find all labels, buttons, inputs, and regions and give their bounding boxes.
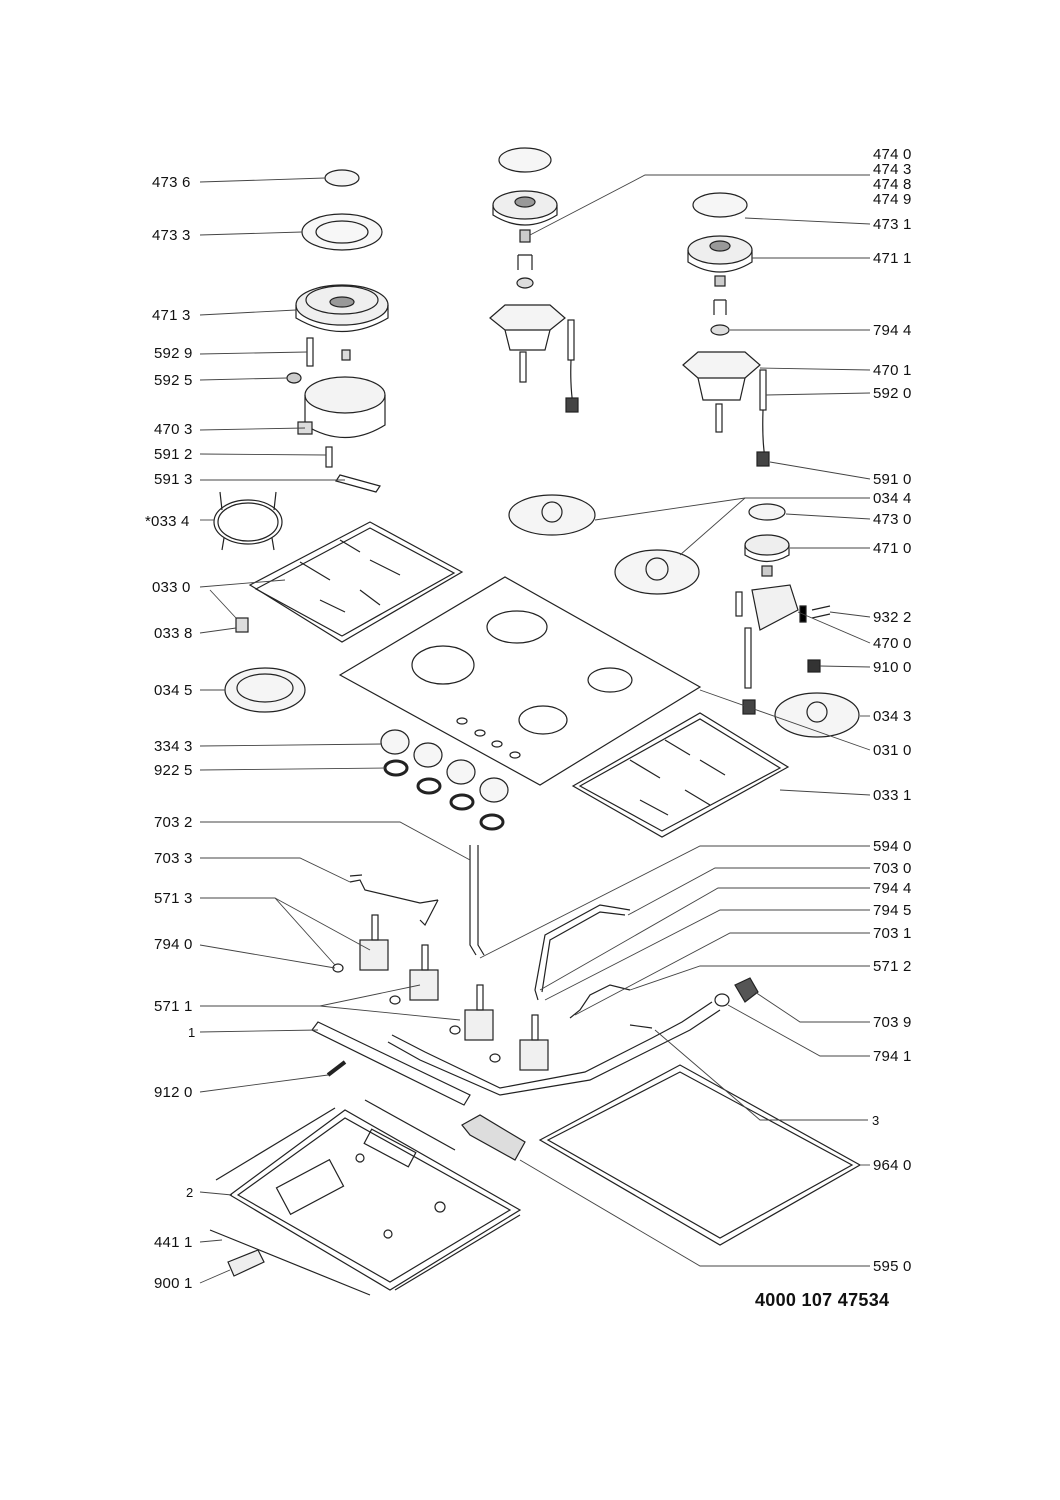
part-label: 703 2 [154,814,193,831]
part-label: 912 0 [154,1084,193,1101]
part-label: 474 8 [873,176,912,193]
part-label: 591 3 [154,471,193,488]
part-label: 594 0 [873,838,912,855]
part-label: 922 5 [154,762,193,779]
burner-body-center [489,304,579,413]
part-label: 034 4 [873,490,912,507]
part-label: 1 [188,1025,196,1040]
wok-ring [213,491,283,551]
part-label: 3 [872,1113,880,1128]
part-label: 033 0 [152,579,191,596]
burner-cap-center [498,147,552,173]
part-label: 033 1 [873,787,912,804]
glass-top [338,576,702,786]
part-label: 470 0 [873,635,912,652]
part-label: 964 0 [873,1157,912,1174]
part-label: 474 9 [873,191,912,208]
part-label: 474 0 [873,146,912,163]
part-label: 703 0 [873,860,912,877]
part-label: 591 2 [154,446,193,463]
part-label: 471 1 [873,250,912,267]
screw-912 [326,1060,347,1077]
burner-ring-rear [508,494,596,536]
bracket [227,1249,265,1277]
spark-plug-left [306,337,351,367]
burner-body-small-right [735,565,831,715]
part-label: 592 9 [154,345,193,362]
clip-left [335,474,381,493]
part-label: 703 3 [154,850,193,867]
injector-right [710,275,730,336]
burner-cap-small-left [324,169,360,187]
front-rail [311,1021,471,1106]
part-label: 794 5 [873,902,912,919]
part-label: *033 4 [145,513,190,530]
part-label: 2 [186,1185,194,1200]
part-label: 794 4 [873,880,912,897]
screw-right [807,659,821,673]
part-label: 470 3 [154,421,193,438]
part-label: 910 0 [873,659,912,676]
rubber-foot [235,617,249,633]
part-label: 932 2 [873,609,912,626]
burner-ring-left [224,667,306,713]
part-label: 034 5 [154,682,193,699]
elbow-connector [734,977,759,1003]
part-label: 591 0 [873,471,912,488]
part-label: 471 3 [152,307,191,324]
burner-ring-front [614,549,700,595]
part-label: 900 1 [154,1275,193,1292]
leader-lines [199,174,871,1284]
part-label: 034 3 [873,708,912,725]
seal-gasket [538,1064,862,1246]
part-label: 794 4 [873,322,912,339]
control-knobs [380,729,509,803]
base-tray [228,1109,522,1291]
burner-crown-left [295,284,389,332]
pan-support-left [248,521,464,643]
pan-support-right [571,712,790,838]
burner-cap-right [692,192,748,218]
part-label: 473 0 [873,511,912,528]
gas-valves [359,914,549,1071]
part-label: 471 0 [873,540,912,557]
part-label: 703 9 [873,1014,912,1031]
part-label: 334 3 [154,738,193,755]
burner-crown-small-right [744,534,790,563]
part-label: 571 3 [154,890,193,907]
burner-ring-right [774,692,860,738]
injector-center [516,229,534,289]
part-label: 794 0 [154,936,193,953]
part-label: 474 3 [873,161,912,178]
part-label: 473 1 [873,216,912,233]
part-label: 571 2 [873,958,912,975]
part-label: 473 6 [152,174,191,191]
part-label: 595 0 [873,1258,912,1275]
burner-cap-small-right [748,503,786,521]
part-label: 470 1 [873,362,912,379]
base-edge-strips [209,1099,521,1296]
thermocouple-left [325,446,333,468]
burner-crown-center [492,190,558,226]
ignition-module [461,1114,526,1161]
burner-body-left [297,376,386,439]
part-label: 033 8 [154,625,193,642]
burner-crown-right [687,235,753,273]
flame-spreader-ring-left [301,213,383,251]
nut-left [286,372,302,384]
part-label: 592 5 [154,372,193,389]
document-code: 4000 107 47534 [755,1290,890,1310]
part-label: 592 0 [873,385,912,402]
part-label: 794 1 [873,1048,912,1065]
burner-body-right [682,351,770,467]
part-label: 031 0 [873,742,912,759]
part-label: 703 1 [873,925,912,942]
part-label: 473 3 [152,227,191,244]
part-label: 571 1 [154,998,193,1015]
part-label: 441 1 [154,1234,193,1251]
gas-pipes [349,845,721,1096]
